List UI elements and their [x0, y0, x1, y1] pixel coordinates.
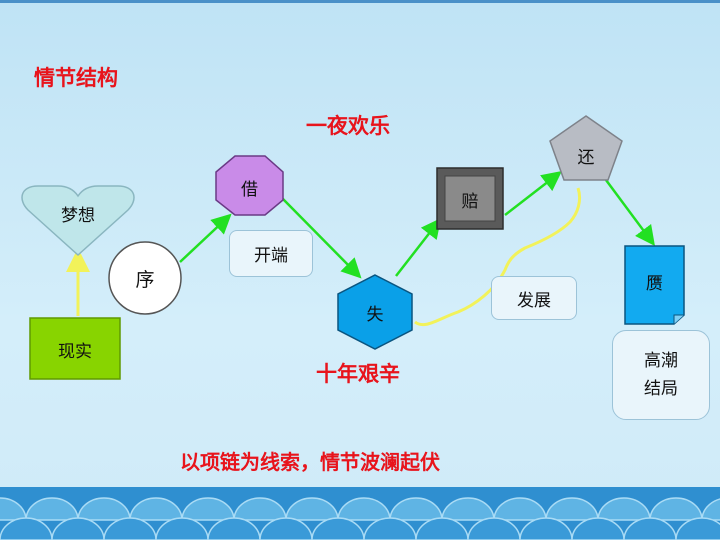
dream-label: 梦想 — [61, 205, 95, 226]
dream-heart-shape — [21, 185, 135, 257]
wave-arc — [285, 497, 339, 521]
wave-arc — [467, 517, 521, 540]
borrow-octagon — [215, 155, 284, 216]
wave-arc — [155, 517, 209, 540]
bottom-caption: 以项链为线索，情节波澜起伏 — [180, 450, 440, 474]
return-pentagon — [549, 115, 623, 181]
arrow-lose-to-compensate — [395, 218, 442, 277]
borrow-label: 借 — [241, 179, 258, 200]
return-label: 还 — [577, 147, 595, 168]
wave-arc — [103, 517, 157, 540]
wave-arc — [701, 498, 720, 521]
arrow-borrow-to-lose — [281, 197, 362, 279]
reality-box — [29, 317, 121, 380]
wave-arc — [597, 497, 651, 521]
wave-arc — [545, 497, 599, 521]
development-label-box: 发展 — [491, 276, 577, 320]
page-title: 情节结构 — [34, 65, 118, 90]
arrow-preface-to-borrow — [179, 213, 232, 263]
compensate-label: 赔 — [461, 191, 479, 212]
wave-arc — [207, 517, 261, 540]
middle-caption: 十年艰辛 — [316, 361, 400, 386]
wave-arc — [623, 517, 677, 540]
fake-label: 赝 — [646, 273, 663, 294]
arrow-compensate-to-return — [504, 170, 562, 216]
wave-arc — [0, 497, 27, 521]
wave-arc — [233, 497, 287, 521]
wave-arc — [259, 517, 313, 540]
top-border — [0, 0, 720, 3]
preface-circle — [108, 241, 182, 315]
wave-arc — [77, 497, 131, 521]
wave-arc — [311, 517, 365, 540]
wave-arc — [363, 517, 417, 540]
development-brace — [414, 187, 582, 327]
wave-arc — [25, 497, 79, 521]
wave-arc — [0, 517, 53, 540]
wave-arc — [389, 497, 443, 521]
wave-arc — [415, 517, 469, 540]
wave-arc — [337, 497, 391, 521]
top-caption: 一夜欢乐 — [306, 113, 390, 138]
climax-label-box: 高潮 结局 — [612, 330, 710, 420]
compensate-bevel-inner — [444, 175, 496, 222]
arrow-return-to-fake — [604, 179, 655, 247]
preface-label: 序 — [135, 268, 155, 291]
reality-label: 现实 — [58, 341, 92, 362]
wave-arc — [129, 497, 183, 521]
wave-arc — [571, 517, 625, 540]
wave-arc — [181, 497, 235, 521]
wave-arc — [675, 517, 720, 540]
wave-arc — [519, 517, 573, 540]
lose-label: 失 — [366, 304, 384, 325]
wave-arc — [441, 497, 495, 521]
wave-arc — [51, 517, 105, 540]
wave-pattern — [0, 497, 720, 540]
wave-arc — [649, 497, 703, 521]
opening-label-box: 开端 — [229, 230, 313, 277]
lose-hexagon — [337, 274, 413, 350]
climax-label: 高潮 结局 — [644, 351, 678, 399]
wave-arc — [493, 497, 547, 521]
fake-document-fold — [673, 314, 684, 324]
